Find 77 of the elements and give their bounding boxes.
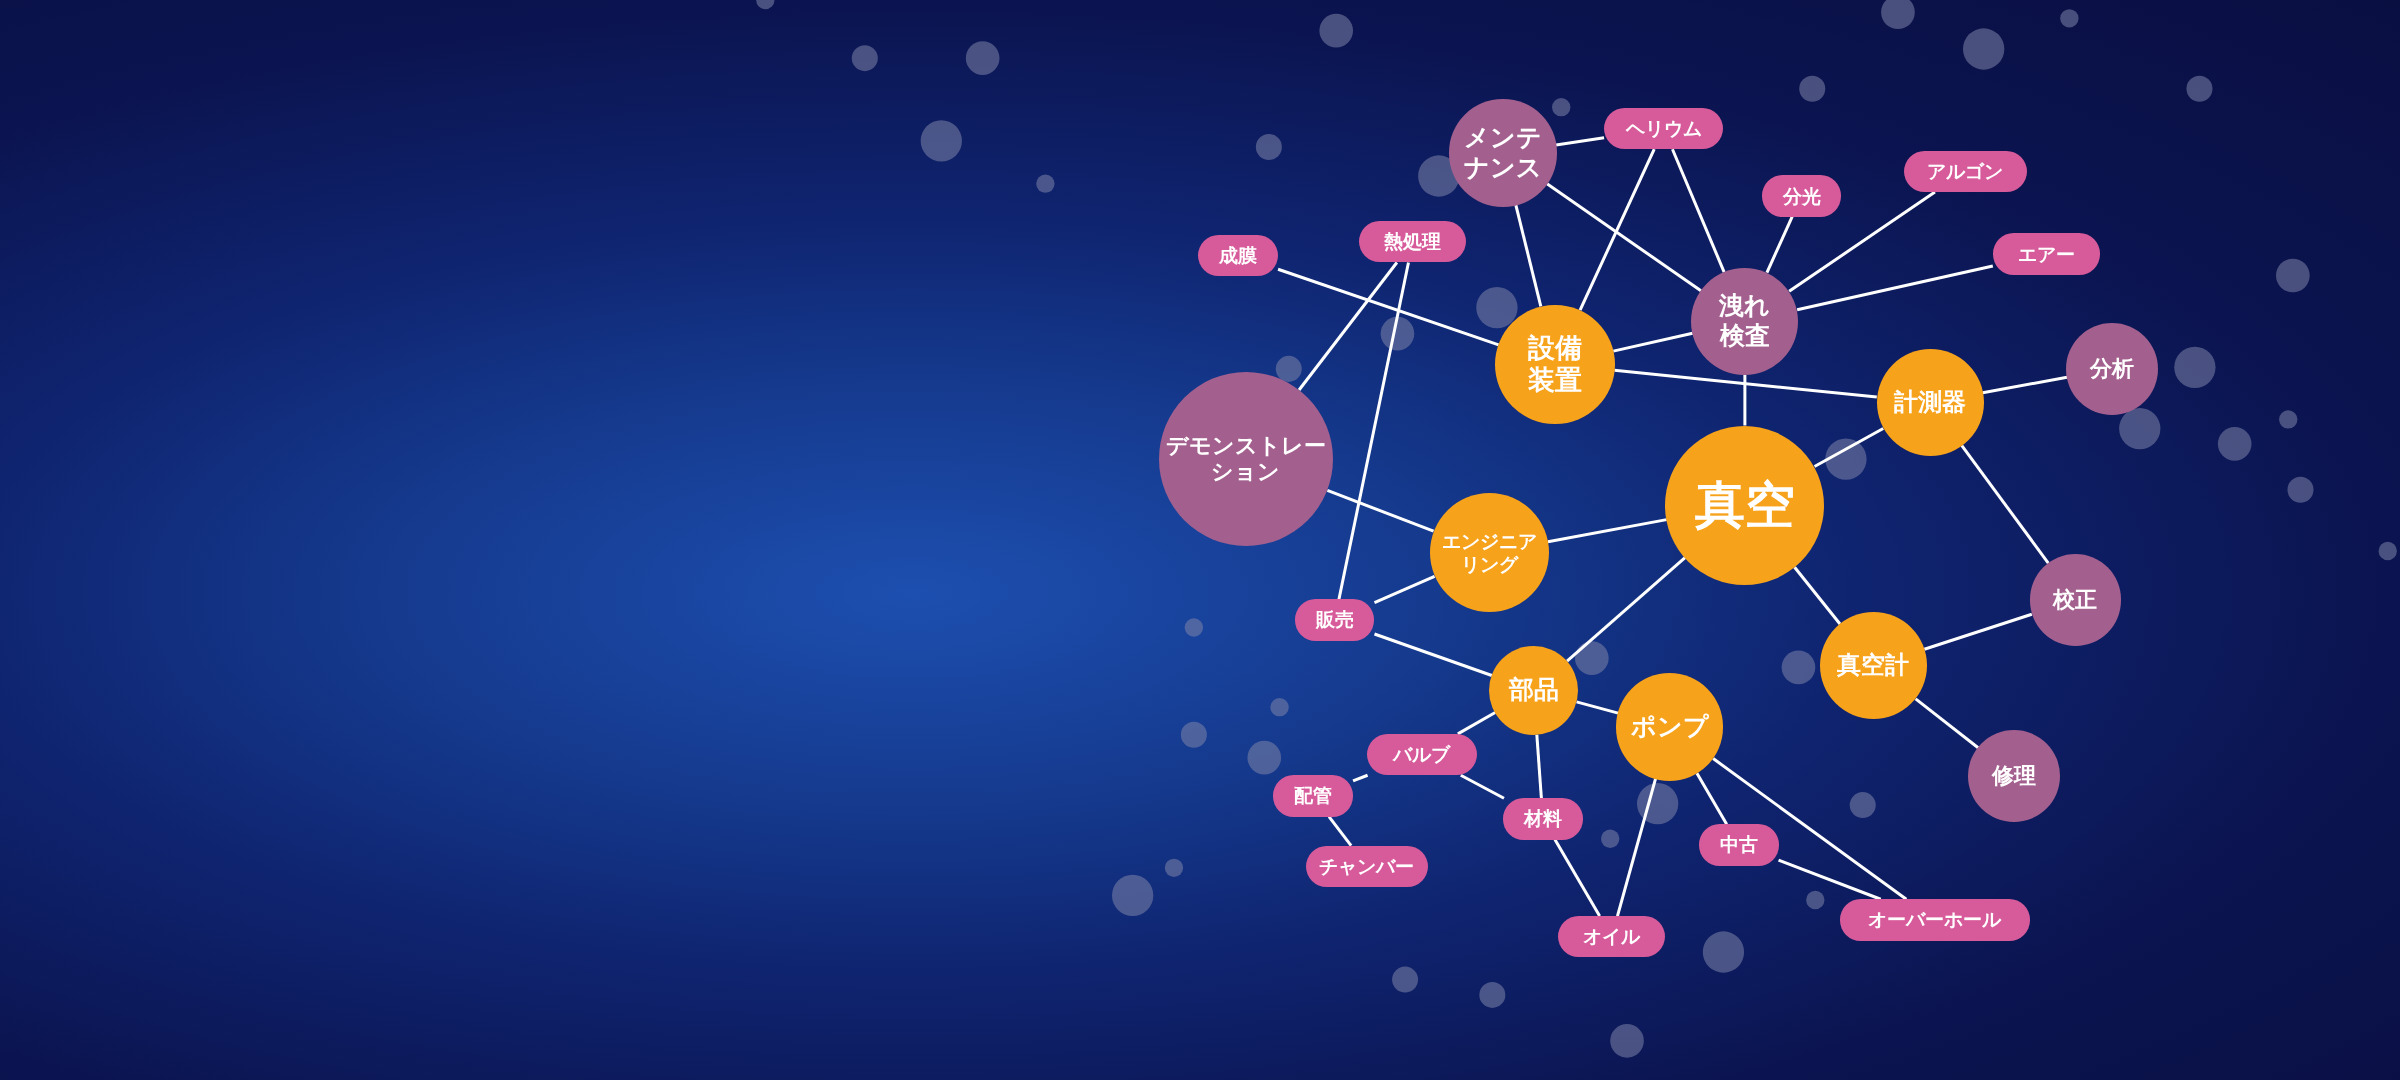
connector-line [1337,262,1410,600]
node-label: 真空計 [1836,651,1911,681]
connector-line [1765,215,1794,274]
node-label: 分析 [2089,355,2136,383]
node-label: 分光 [1782,184,1821,208]
node-label: 中古 [1719,833,1758,857]
connector-line [1547,518,1667,544]
node-label: 熱処理 [1384,230,1442,254]
node-label: 成膜 [1219,244,1258,267]
connector-line [1566,556,1687,663]
keyword-pill [1558,916,1666,958]
keyword-pill [1273,775,1354,817]
connector-line [1982,375,2068,395]
connector-line [1460,773,1505,800]
connector-line [1712,757,1908,901]
connector-line [1796,264,1994,312]
connector-line [1576,700,1619,715]
connector-line [1813,427,1884,468]
keyword-pill [1992,233,2100,275]
connector-line [1327,815,1353,847]
node-label: メンテナンス [1463,123,1544,184]
node-label: 計測器 [1893,388,1968,417]
connector-line [1788,190,1936,293]
node-label: 販売 [1315,608,1354,632]
connector-line [1671,148,1726,273]
connector-line [1695,772,1728,825]
connector-line [1613,331,1693,353]
connector-line [1457,711,1496,736]
connector-line [1923,612,2033,651]
keyword-pill [1761,175,1842,217]
node-label: 校正 [2051,586,2099,614]
node-label: 材料 [1523,807,1562,831]
connector-line [1960,444,2050,564]
node-label: 部品 [1507,675,1560,706]
node-label: 配管 [1294,784,1333,808]
node-label: 設備装置 [1527,331,1584,397]
node-label: ポンプ [1629,712,1710,742]
node-label: チャンバー [1319,854,1415,878]
node-label: エンジニアリング [1440,529,1538,576]
node-label: ヘリウム [1625,117,1702,140]
node-label: 修理 [1990,762,2038,790]
connector-line [1326,489,1435,533]
keyword-pill [1604,107,1724,150]
connector-line [1277,267,1500,347]
connector-line [1914,697,1980,749]
node-label: 洩れ検査 [1718,291,1772,352]
connector-line [1546,182,1702,293]
keyword-pill [1359,221,1467,263]
connector-line [1793,566,1842,625]
connector-line [1352,773,1369,783]
connector-line [1553,838,1601,917]
connector-line [1514,204,1543,307]
keyword-pill [1904,150,2027,193]
node-label: オーバーホール [1868,908,2002,932]
connector-line [1743,375,1747,426]
connector-line [1297,261,1399,391]
node-label: オイル [1583,925,1641,949]
node-label: エアー [2017,242,2075,266]
keyword-pill [1294,599,1375,641]
node-label: 真空 [1693,475,1796,536]
keyword-pill [1503,798,1583,840]
connector-line [1614,368,1877,399]
connector-line [1616,778,1657,917]
keyword-pill [1839,899,2030,941]
connector-line [1578,148,1656,311]
connector-line [1374,632,1493,677]
keyword-pill [1198,234,1279,277]
keyword-pill [1305,845,1429,887]
connector-line [1778,858,1882,901]
connector-line [1373,575,1436,604]
node-label: アルゴン [1927,160,2004,183]
connector-line [1555,136,1605,147]
keyword-pill [1698,824,1779,866]
connector-line [1535,734,1543,799]
node-label: バルブ [1393,743,1451,766]
node-label: デモンストレーション [1164,432,1327,486]
keyword-pill [1366,733,1477,776]
